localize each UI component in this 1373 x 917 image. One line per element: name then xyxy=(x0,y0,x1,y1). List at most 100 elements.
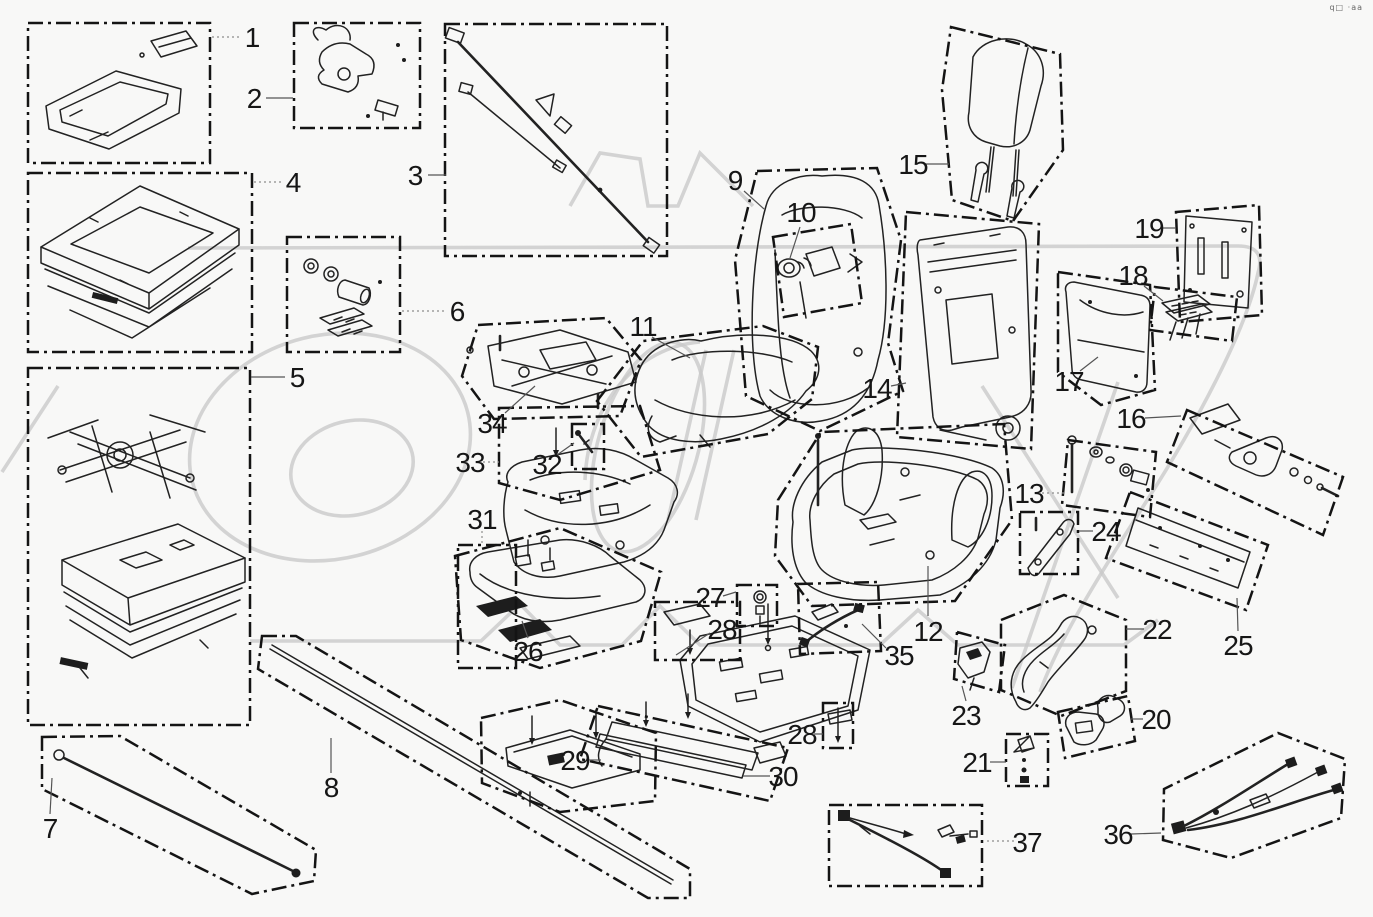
part-label-6: 6 xyxy=(450,296,465,327)
part-sketch-15 xyxy=(967,38,1045,219)
part-sketch-seat-pan xyxy=(503,427,679,578)
part-box-28b xyxy=(821,701,855,750)
part-box-34 xyxy=(460,316,643,421)
part-box-23 xyxy=(952,630,1007,694)
part-sketch-floor-pan xyxy=(679,603,871,743)
part-sketch-4 xyxy=(40,185,240,339)
part-box-24 xyxy=(1018,510,1080,576)
part-label-7: 7 xyxy=(43,813,58,844)
part-sketch-23 xyxy=(957,641,991,691)
leader-line-25 xyxy=(1236,597,1239,632)
part-label-12: 12 xyxy=(913,616,943,647)
part-label-21: 21 xyxy=(962,747,992,778)
leader-line-26 xyxy=(521,620,529,639)
part-box-33 xyxy=(497,404,662,502)
part-box-16 xyxy=(1165,408,1345,537)
part-box-19 xyxy=(1174,203,1264,324)
part-label-8: 8 xyxy=(324,772,339,803)
part-box-32 xyxy=(570,422,606,471)
part-label-16: 16 xyxy=(1116,403,1146,434)
part-box-21 xyxy=(1004,732,1050,788)
corner-mark: q□ ·aa xyxy=(1329,3,1363,12)
part-sketch-27 xyxy=(753,590,767,625)
part-sketch-24 xyxy=(1027,516,1075,577)
part-box-18 xyxy=(1148,285,1239,343)
part-box-15 xyxy=(940,25,1065,223)
part-label-30: 30 xyxy=(768,761,798,792)
part-label-10: 10 xyxy=(786,197,816,228)
leader-line-11 xyxy=(651,336,691,359)
part-label-5: 5 xyxy=(290,362,305,393)
part-label-24: 24 xyxy=(1091,516,1121,547)
part-sketch-17 xyxy=(1064,281,1151,393)
part-sketch-35 xyxy=(798,602,865,648)
part-label-11: 11 xyxy=(629,311,656,342)
leader-line-16 xyxy=(1144,415,1182,419)
leader-line-17 xyxy=(1079,356,1099,372)
leader-line-36 xyxy=(1130,832,1162,835)
part-sketch-37 xyxy=(838,810,978,878)
part-box-36 xyxy=(1161,731,1347,860)
part-sketch-11 xyxy=(634,334,820,448)
part-label-13: 13 xyxy=(1014,478,1044,509)
part-label-34: 34 xyxy=(477,408,507,439)
part-label-32: 32 xyxy=(532,449,562,480)
part-label-15: 15 xyxy=(898,149,928,180)
part-sketch-28b xyxy=(827,707,853,743)
part-label-25: 25 xyxy=(1223,630,1253,661)
part-sketch-22 xyxy=(1010,615,1097,711)
part-label-3: 3 xyxy=(408,160,423,191)
part-label-36: 36 xyxy=(1103,819,1133,850)
part-box-13 xyxy=(1060,438,1158,519)
leader-line-35 xyxy=(861,623,887,649)
part-box-6 xyxy=(285,235,402,354)
part-box-22 xyxy=(999,593,1128,718)
leader-line-34 xyxy=(504,385,536,414)
part-box-2 xyxy=(292,21,422,130)
part-label-9: 9 xyxy=(728,165,743,196)
leader-line-28a xyxy=(675,632,711,656)
leader-line-27 xyxy=(722,591,737,597)
part-sketch-16 xyxy=(1189,403,1340,498)
part-sketch-25 xyxy=(1125,507,1251,589)
part-label-14: 14 xyxy=(862,373,892,404)
part-label-37: 37 xyxy=(1012,827,1042,858)
part-sketch-8 xyxy=(269,644,674,885)
part-sketch-14 xyxy=(916,226,1032,441)
part-label-31: 31 xyxy=(467,504,497,535)
part-box-27 xyxy=(735,583,779,628)
part-label-26: 26 xyxy=(513,636,543,667)
part-label-29: 29 xyxy=(560,745,590,776)
part-box-25 xyxy=(1104,490,1270,612)
leader-line-18 xyxy=(1143,285,1164,302)
part-box-5 xyxy=(26,366,252,727)
part-box-1 xyxy=(26,21,212,165)
part-box-29 xyxy=(479,698,658,814)
part-sketch-1 xyxy=(45,30,198,150)
part-label-19: 19 xyxy=(1134,213,1164,244)
part-box-7 xyxy=(40,734,318,896)
part-label-2: 2 xyxy=(247,83,262,114)
part-box-31 xyxy=(456,543,518,670)
part-sketch-36 xyxy=(1170,756,1344,835)
part-label-1: 1 xyxy=(245,22,260,53)
part-sketch-3 xyxy=(444,26,661,254)
part-sketch-30 xyxy=(595,693,787,779)
part-box-4 xyxy=(26,171,254,354)
part-sketch-12 xyxy=(791,427,1005,602)
leader-line-7 xyxy=(49,777,53,815)
leader-line-23 xyxy=(961,685,967,702)
part-label-4: 4 xyxy=(286,167,301,198)
part-box-14 xyxy=(895,210,1041,451)
part-box-9 xyxy=(733,166,905,433)
part-label-35: 35 xyxy=(884,640,914,671)
leader-line-14 xyxy=(890,382,907,387)
part-box-3 xyxy=(443,22,669,258)
leader-line-10 xyxy=(789,226,801,259)
part-box-8 xyxy=(256,634,692,900)
part-sketch-2 xyxy=(312,24,406,121)
leader-line-9 xyxy=(743,190,765,210)
part-label-20: 20 xyxy=(1141,704,1171,735)
